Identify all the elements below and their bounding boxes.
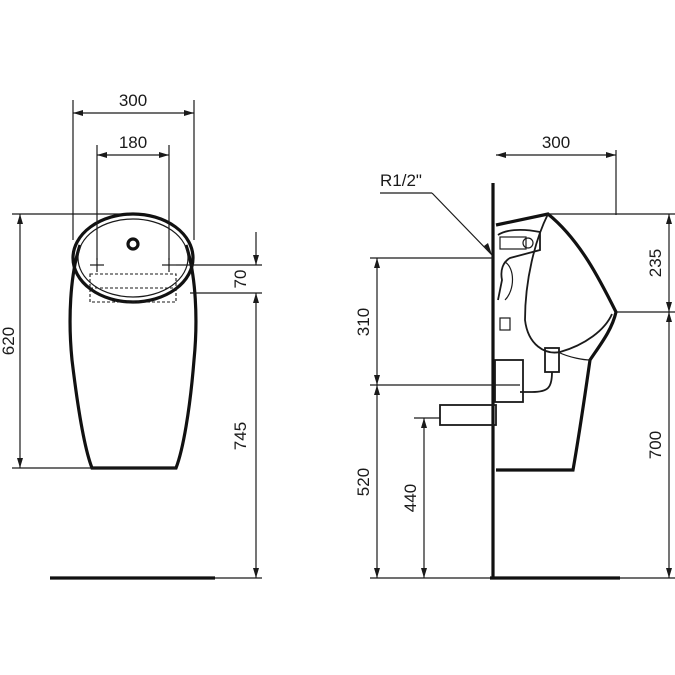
front-view: 300 180 620 70	[0, 91, 262, 580]
dim-waste-height-label: 440	[401, 484, 420, 512]
dim-top-offset: 235	[548, 213, 675, 313]
dim-side-depth: 300	[496, 133, 617, 215]
dim-front-width-label: 300	[119, 91, 147, 110]
dim-waste-height: 440	[401, 417, 440, 578]
dim-fixing-offset: 70	[176, 232, 262, 578]
dim-fixing-offset-label: 70	[231, 270, 250, 289]
dim-top-offset-label: 235	[646, 249, 665, 277]
front-fixing-marks	[89, 258, 177, 303]
side-view: R1/2" 300 235 700	[354, 133, 675, 580]
dim-fixing-spacing: 180	[96, 133, 170, 260]
dim-fixing-height: 745	[215, 422, 262, 579]
front-spray-hole	[126, 237, 140, 251]
side-urinal-body	[495, 212, 618, 472]
dim-supply-height: 310	[354, 257, 520, 386]
dim-rim-height-label: 700	[646, 431, 665, 459]
front-bowl-rim-inner	[77, 218, 189, 298]
side-bowl-inner	[524, 213, 613, 354]
connection-callout: R1/2"	[380, 171, 493, 256]
side-inner-return	[557, 351, 591, 361]
dim-front-height: 620	[0, 213, 176, 469]
dim-outlet-height-label: 520	[354, 468, 373, 496]
dim-front-width: 300	[72, 91, 195, 240]
front-bowl-rim-outer	[71, 212, 195, 304]
connection-label: R1/2"	[380, 171, 422, 190]
dim-front-height-label: 620	[0, 327, 18, 355]
dim-fixing-spacing-label: 180	[119, 133, 147, 152]
dim-rim-height: 700	[620, 312, 675, 579]
dim-fixing-height-label: 745	[231, 422, 250, 450]
side-valve-unit	[497, 228, 541, 331]
dim-supply-height-label: 310	[354, 308, 373, 336]
dim-outlet-height: 520	[354, 385, 490, 579]
dim-side-depth-label: 300	[542, 133, 570, 152]
side-waste-trap	[439, 347, 560, 426]
front-urinal-body	[68, 244, 198, 470]
